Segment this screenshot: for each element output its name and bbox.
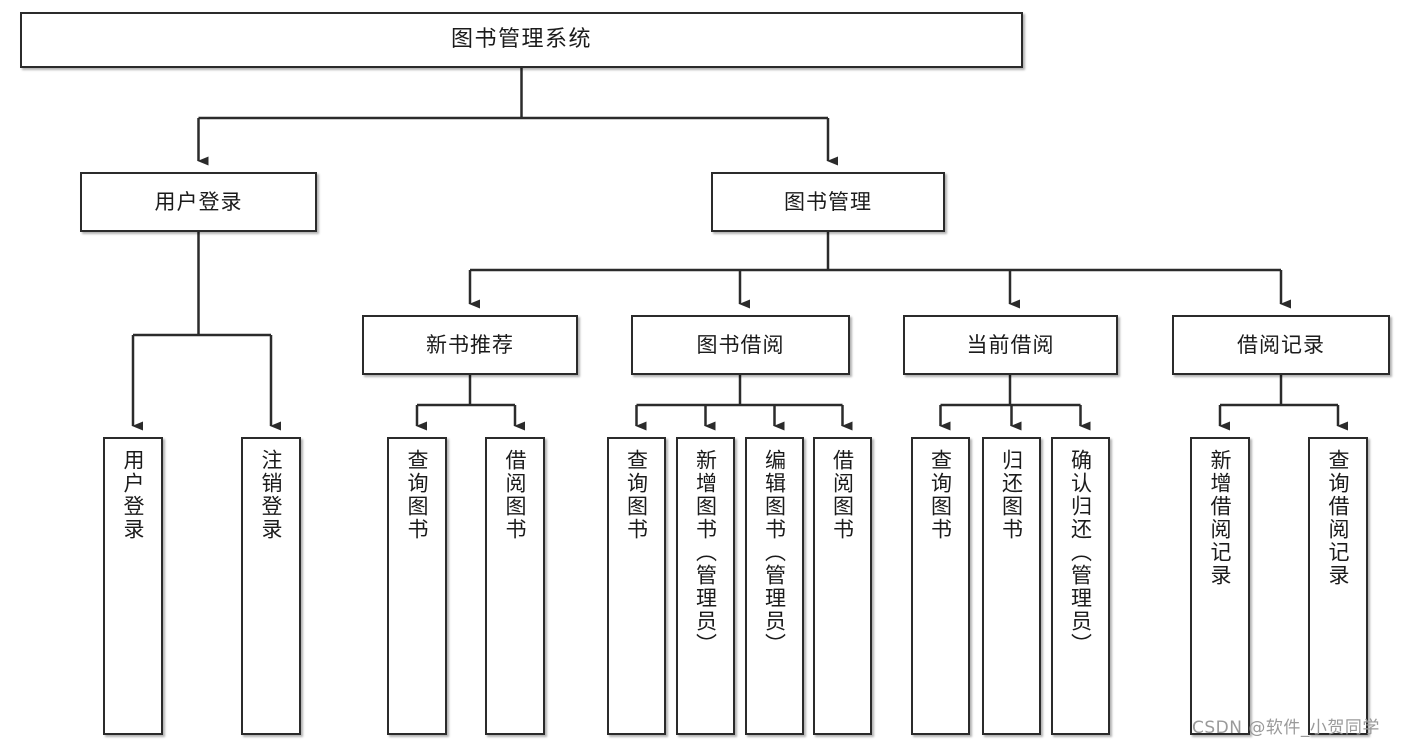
node-book-borrowing[interactable]: 图书借阅 — [631, 315, 850, 375]
node-label: 新增图书（管理员） — [693, 449, 718, 656]
edge-books-to-level3 — [468, 232, 1291, 309]
edge-records-to-leaves — [1218, 375, 1348, 431]
edge-root-to-level2 — [197, 68, 838, 166]
node-label: 确认归还（管理员） — [1068, 449, 1093, 656]
leaf-confirm-return-admin[interactable]: 确认归还（管理员） — [1051, 437, 1110, 735]
node-label: 归还图书 — [999, 449, 1024, 541]
node-label: 图书借阅 — [696, 332, 785, 357]
leaf-query-books-new[interactable]: 查询图书 — [387, 437, 447, 735]
node-label: 用户登录 — [154, 189, 243, 214]
node-label: 查询借阅记录 — [1326, 449, 1351, 587]
node-label: 查询图书 — [624, 449, 649, 541]
node-book-management[interactable]: 图书管理 — [711, 172, 945, 232]
node-label: 新增借阅记录 — [1208, 449, 1233, 587]
leaf-query-books[interactable]: 查询图书 — [607, 437, 666, 735]
leaf-borrow-books-new[interactable]: 借阅图书 — [485, 437, 545, 735]
edge-current-to-leaves — [939, 375, 1091, 431]
leaf-borrow-book[interactable]: 借阅图书 — [813, 437, 872, 735]
node-label: 查询图书 — [405, 449, 430, 541]
node-current-borrowing[interactable]: 当前借阅 — [903, 315, 1118, 375]
leaf-user-login[interactable]: 用户登录 — [103, 437, 163, 735]
edge-newbooks-to-leaves — [415, 375, 525, 431]
leaf-add-borrow-record[interactable]: 新增借阅记录 — [1190, 437, 1250, 735]
leaf-logout[interactable]: 注销登录 — [241, 437, 301, 735]
node-label: 编辑图书（管理员） — [762, 449, 787, 656]
node-label: 图书管理系统 — [450, 27, 592, 53]
node-label: 图书管理 — [784, 189, 872, 214]
node-root-system[interactable]: 图书管理系统 — [20, 12, 1023, 68]
node-borrow-records[interactable]: 借阅记录 — [1172, 315, 1390, 375]
leaf-edit-book-admin[interactable]: 编辑图书（管理员） — [745, 437, 804, 735]
leaf-return-book[interactable]: 归还图书 — [982, 437, 1041, 735]
node-new-book-recommendation[interactable]: 新书推荐 — [362, 315, 578, 375]
node-label: 当前借阅 — [966, 332, 1055, 357]
edge-login-to-leaves — [131, 232, 281, 431]
node-label: 借阅记录 — [1237, 332, 1325, 357]
node-label: 借阅图书 — [830, 449, 855, 541]
csdn-watermark: CSDN @软件_小贺同学 — [1192, 718, 1380, 738]
node-label: 注销登录 — [259, 449, 284, 541]
edge-borrow-to-leaves — [635, 375, 853, 431]
node-label: 新书推荐 — [426, 332, 514, 357]
leaf-add-book-admin[interactable]: 新增图书（管理员） — [676, 437, 735, 735]
node-label: 查询图书 — [928, 449, 953, 541]
node-user-login[interactable]: 用户登录 — [80, 172, 317, 232]
node-label: 用户登录 — [121, 449, 146, 541]
node-label: 借阅图书 — [503, 449, 528, 541]
leaf-query-borrow-record[interactable]: 查询借阅记录 — [1308, 437, 1368, 735]
leaf-query-books-current[interactable]: 查询图书 — [911, 437, 970, 735]
